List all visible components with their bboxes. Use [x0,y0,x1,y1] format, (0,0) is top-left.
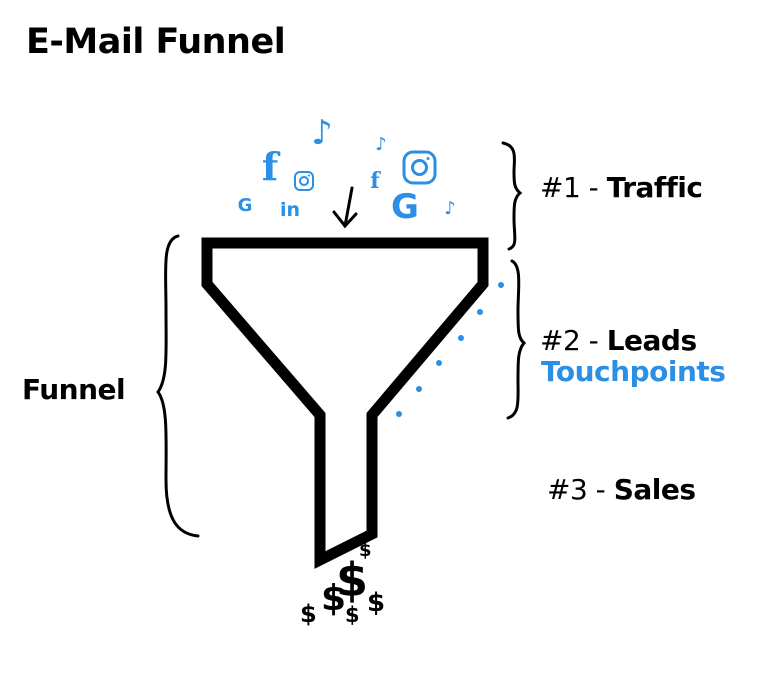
dollar-icon: $ [345,603,360,627]
stage-name: Sales [613,473,696,506]
stage-traffic: #1 - Traffic [540,171,703,204]
funnel-brace [156,234,200,538]
dollar-icon: $ [359,540,372,561]
tiktok-icon: ♪ [375,134,387,155]
facebook-icon: f [261,144,279,189]
touchpoint-dots [396,282,504,417]
arrow-down-icon [332,186,358,229]
stage-leads: #2 - Leads [540,324,697,357]
google-icon: G [391,187,419,227]
linkedin-icon: in [279,199,301,221]
touchpoints-label: Touchpoints [541,355,726,388]
instagram-icon [402,150,437,185]
stage-number: #3 - [547,473,606,506]
dollar-icon: $ [336,553,369,607]
funnel-label: Funnel [22,373,126,406]
stage-number: #1 - [540,171,599,204]
traffic-brace [501,141,523,251]
stage-sales: #3 - Sales [547,473,696,506]
stage-name: Traffic [606,171,703,204]
stage-name: Leads [606,324,697,357]
dollar-icon: $ [321,578,347,619]
facebook-icon: f [370,168,380,194]
google-icon: G [237,195,253,216]
diagram-title: E-Mail Funnel [26,22,286,62]
funnel-shape [201,237,489,569]
stage-number: #2 - [540,324,599,357]
tiktok-icon: ♪ [444,198,456,219]
dollar-icon: $ [367,588,386,618]
tiktok-icon: ♪ [311,113,333,153]
dollar-icon: $ [300,600,317,628]
leads-brace [506,259,527,420]
instagram-icon [294,171,314,191]
